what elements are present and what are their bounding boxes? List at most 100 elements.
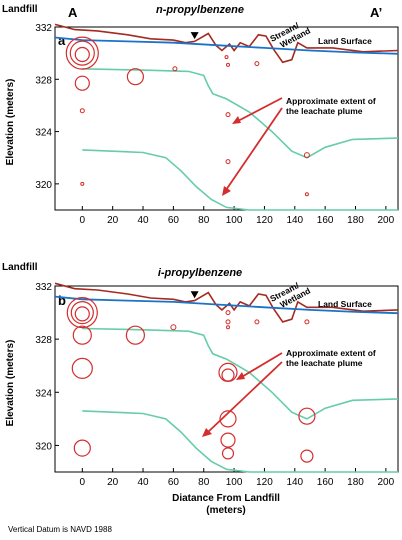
concentration-circle-a-10 [225,112,231,118]
concentration-circle-b-9 [225,319,231,325]
water-table-marker-b [190,291,199,299]
plume-arrow-head-b-1 [236,372,245,380]
panel-a-letter: a [58,33,66,48]
concentration-circle-b-4 [71,357,93,379]
concentration-circle-b-7 [170,324,177,331]
panel-b-title: i-propylbenzene [158,267,242,279]
concentration-circle-a-5 [80,181,85,186]
concentration-circle-a-11 [225,159,231,165]
x-tick-label-a-6: 120 [256,215,273,226]
plume-arrow-b-1 [239,352,283,379]
y-tick-label-a-0: 320 [35,180,52,191]
x-tick-label-a-7: 140 [286,215,303,226]
concentration-circle-b-16 [254,319,260,325]
plume-lower-boundary-a [82,149,398,211]
x-tick-label-b-2: 40 [137,477,149,488]
x-axis-label-line-1: Diatance From Landfill [172,493,280,504]
water-table-line-a [54,36,399,55]
x-tick-label-a-2: 40 [137,215,149,226]
plume-arrow-head-b-2 [202,428,212,437]
concentration-circle-a-13 [303,152,310,159]
plume-label-b-1: Approximate extent of [286,348,376,358]
concentration-circle-b-13 [219,410,237,428]
concentration-circle-a-1 [69,40,95,66]
plume-arrow-a-1 [235,97,283,123]
land-surface-line-b [54,282,399,323]
y-tick-label-a-3: 332 [35,23,52,34]
concentration-circle-a-0 [65,36,99,70]
x-tick-label-b-7: 140 [286,477,303,488]
x-tick-label-b-4: 80 [198,477,210,488]
x-tick-label-b-0: 0 [80,477,86,488]
plot-frame-a [54,26,399,211]
concentration-circles-b [66,297,316,463]
y-tick-label-b-1: 324 [35,388,52,399]
concentration-circle-b-11 [218,362,238,382]
panel-b: Landfill i-propylbenzene b Elevation (me… [2,262,399,534]
plume-arrow-a-2 [225,107,283,191]
plume-arrow-head-a-1 [232,116,241,124]
concentration-circle-a-8 [224,55,229,60]
concentration-circle-b-6 [125,325,145,345]
x-tick-label-a-1: 20 [107,215,119,226]
landfill-label-a: Landfill [2,4,38,15]
concentration-circle-a-7 [172,66,178,72]
land-surface-label-a: Land Surface [318,36,372,46]
concentration-circle-b-12 [221,368,235,382]
land-surface-label-b: Land Surface [318,299,372,309]
x-tick-label-b-5: 100 [226,477,243,488]
plume-label-b-2: the leachate plume [286,358,363,368]
x-tick-label-b-3: 60 [168,477,180,488]
concentration-circle-a-9 [226,62,230,67]
landfill-label-b: Landfill [2,262,38,273]
concentration-circle-b-1 [70,301,94,325]
plume-label-a-1: Approximate extent of [286,96,376,106]
x-tick-label-a-10: 200 [378,215,395,226]
concentration-circle-b-8 [225,310,231,316]
x-tick-label-a-9: 180 [347,215,364,226]
y-tick-label-a-2: 328 [35,75,52,86]
concentration-circle-b-17 [304,319,310,325]
plume-arrows-a [222,97,283,196]
y-tick-label-b-3: 332 [35,282,52,293]
concentration-circle-a-14 [304,192,309,197]
concentration-circle-b-0 [66,297,98,329]
water-table-line-b [54,295,399,315]
y-tick-label-b-2: 328 [35,335,52,346]
plume-upper-boundary-a [82,68,399,159]
land-surface-line-a [54,23,399,64]
x-tick-label-a-5: 100 [226,215,243,226]
plot-frame-b [54,285,399,473]
x-tick-label-b-6: 120 [256,477,273,488]
plume-lower-boundary-b [82,410,398,473]
concentration-circles-a [65,36,310,197]
concentration-circle-a-6 [126,68,144,86]
y-tick-label-a-1: 324 [35,128,52,139]
panel-a: Landfill A A’ n-propylbenzene a Elevatio… [2,4,399,226]
y-axis-label-b: Elevation (meters) [5,340,16,427]
panel-a-title: n-propylbenzene [156,4,244,16]
y-axis-label-a: Elevation (meters) [5,79,16,166]
concentration-circle-b-3 [72,325,92,345]
x-tick-label-a-8: 160 [317,215,334,226]
concentration-circle-a-2 [74,46,90,63]
concentration-circle-b-2 [74,306,90,322]
concentration-circle-b-14 [220,432,236,448]
plume-label-a-2: the leachate plume [286,106,363,116]
plume-arrow-b-2 [206,361,283,434]
plume-arrow-head-a-2 [222,186,231,196]
concentration-circle-b-15 [221,447,235,460]
section-end-label-a: A’ [370,5,382,20]
water-table-marker-a [190,32,199,40]
concentration-circle-b-5 [73,439,91,457]
x-tick-label-b-10: 200 [378,477,395,488]
section-start-label-a: A [68,5,78,20]
x-tick-label-a-4: 80 [198,215,210,226]
concentration-circle-a-12 [254,61,260,67]
x-axis-label-line-2: (meters) [206,505,245,516]
concentration-circle-a-4 [79,108,85,114]
x-tick-label-a-0: 0 [80,215,86,226]
x-tick-label-b-9: 180 [347,477,364,488]
